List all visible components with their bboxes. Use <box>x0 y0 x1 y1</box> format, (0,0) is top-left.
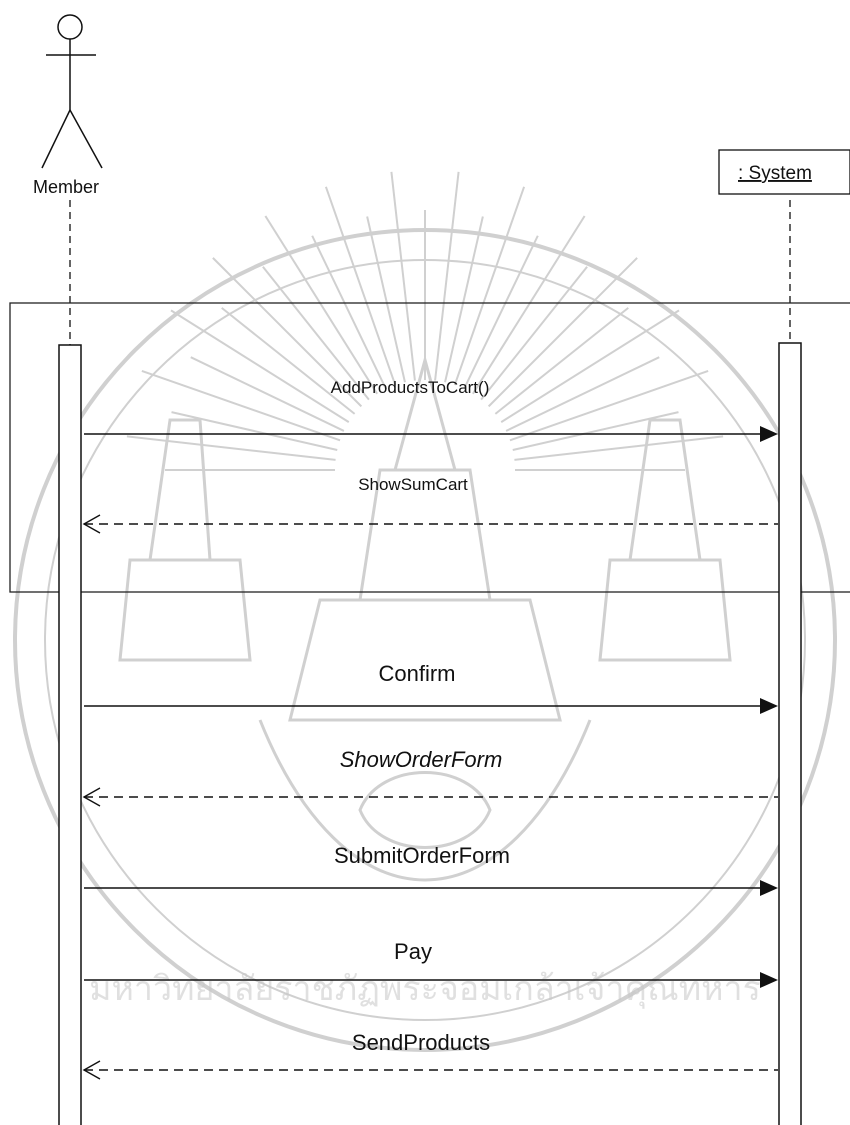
system-activation <box>779 343 801 1125</box>
message-label: Pay <box>394 939 432 964</box>
seal-ray <box>464 236 538 389</box>
message-3: Confirm <box>84 661 778 714</box>
message-label: Confirm <box>378 661 455 686</box>
actor-label: Member <box>33 177 99 197</box>
message-5: SubmitOrderForm <box>84 843 778 896</box>
message-label: SendProducts <box>352 1030 490 1055</box>
message-label: ShowOrderForm <box>340 747 503 772</box>
filled-arrowhead-icon <box>760 880 778 896</box>
filled-arrowhead-icon <box>760 698 778 714</box>
message-2: ShowSumCart <box>84 475 778 533</box>
actor-member: Member <box>33 15 102 197</box>
message-7: SendProducts <box>84 1030 778 1079</box>
object-system: : System <box>719 150 850 194</box>
message-label: AddProductsToCart() <box>331 378 490 397</box>
seal-ray <box>495 308 628 414</box>
seal-caption: มหาวิทยาลัยราชภัฏพระจอมเกล้าเจ้าคุณทหาร <box>89 969 761 1009</box>
filled-arrowhead-icon <box>760 972 778 988</box>
actor-figure-icon <box>42 15 102 168</box>
seal-ray <box>191 357 344 431</box>
seal-ray <box>506 357 659 431</box>
member-activation <box>59 345 81 1125</box>
object-label: : System <box>738 163 812 184</box>
seal-ray <box>222 308 355 414</box>
seal-ray <box>127 436 336 460</box>
message-label: ShowSumCart <box>358 475 468 494</box>
message-4: ShowOrderForm <box>84 747 778 806</box>
seal-ray <box>435 172 459 381</box>
message-label: SubmitOrderForm <box>334 843 510 868</box>
seal-ray <box>391 172 415 381</box>
interaction-fragment <box>10 303 850 592</box>
seal-ray <box>312 236 386 389</box>
seal-ray <box>481 267 587 400</box>
seal-ray <box>514 436 723 460</box>
